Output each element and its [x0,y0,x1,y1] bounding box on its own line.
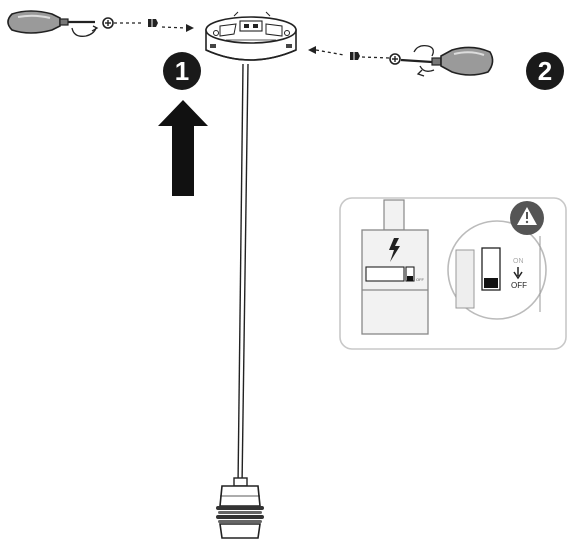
insert-arrow-right [308,46,345,56]
breaker-small-off-label: OFF [416,277,425,282]
pendant-cord [237,63,249,487]
screw-head-left-icon [102,17,114,29]
insert-arrow-left [161,24,194,32]
step-badge-1: 1 [163,52,201,90]
step-number-2: 2 [538,56,552,86]
screw-right-icon [350,52,360,60]
screw-path-right [361,56,391,59]
screwdriver-right-icon [400,44,494,77]
switch-off-label: OFF [511,281,527,290]
arrow-down-icon [513,267,523,280]
switch-on-label: ON [513,258,524,265]
ceiling-canopy [205,11,297,61]
lightning-icon [389,238,400,262]
arrow-up-icon [158,100,208,196]
screwdriver-left-icon [7,10,99,37]
lamp-socket [216,477,264,539]
step-number-1: 1 [175,56,189,86]
step-badge-2: 2 [526,52,564,90]
screw-left-icon [148,19,158,27]
breaker-panel: OFF ON OFF [339,197,567,350]
screw-head-right-icon [389,53,401,65]
